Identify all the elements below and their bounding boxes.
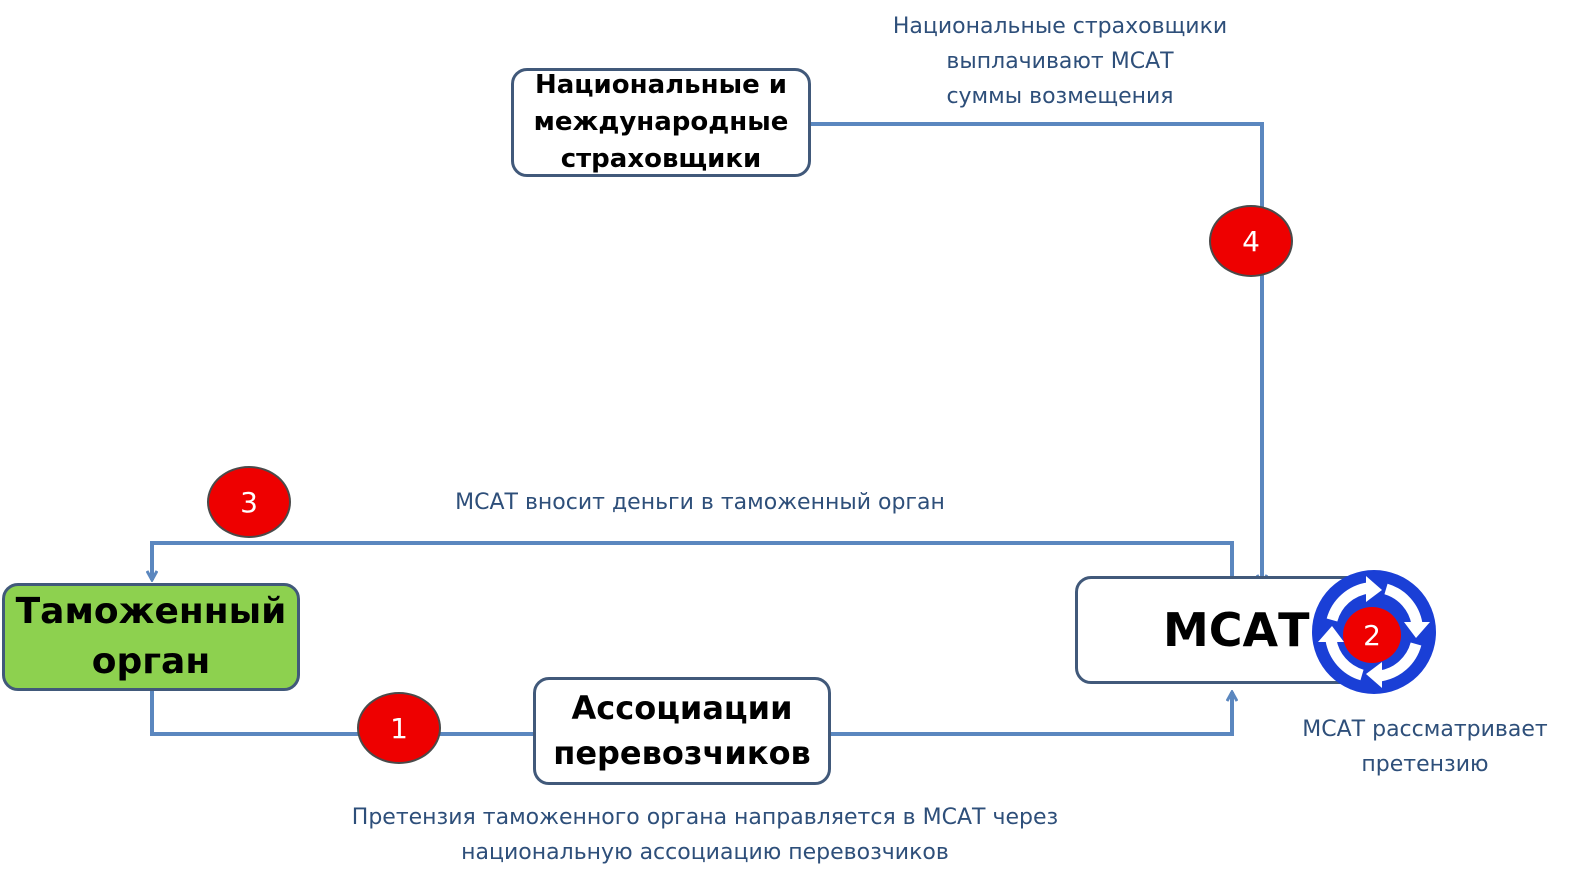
- insurers-line-2: международные: [533, 107, 789, 137]
- step-3-label-line-1: МСАТ вносит деньги в таможенный орган: [455, 490, 945, 515]
- step-3-label: МСАТ вносит деньги в таможенный орган: [420, 485, 980, 520]
- step-3-badge: 3: [207, 466, 291, 538]
- associations-line-1: Ассоциации: [571, 689, 793, 727]
- step-4-label-line-1: Национальные страховщики: [892, 14, 1228, 39]
- associations-line-2: перевозчиков: [553, 734, 811, 772]
- insurers-line-1: Национальные и: [534, 70, 787, 100]
- associations-node: Ассоциации перевозчиков: [533, 677, 831, 785]
- step-2-label-line-1: МСАТ рассматривает: [1302, 717, 1548, 742]
- insurers-node: Национальные и международные страховщики: [511, 68, 811, 177]
- connector-insurers-to-mcat: [811, 122, 1262, 584]
- insurers-line-3: страховщики: [560, 144, 762, 174]
- step-1-label-line-2: национальную ассоциацию перевозчиков: [461, 840, 949, 865]
- customs-line-2: орган: [91, 641, 211, 682]
- step-4-label-line-2: выплачивают МСАТ: [946, 49, 1174, 74]
- step-4-badge: 4: [1209, 205, 1293, 277]
- step-2-badge: 2: [1343, 607, 1401, 663]
- customs-line-1: Таможенный: [15, 591, 287, 632]
- step-1-label-line-1: Претензия таможенного органа направляетс…: [351, 805, 1059, 830]
- step-1-badge: 1: [357, 692, 441, 764]
- customs-node: Таможенный орган: [2, 583, 300, 691]
- step-4-label-line-3: суммы возмещения: [946, 84, 1174, 109]
- step-4-label: Национальные страховщики выплачивают МСА…: [860, 9, 1260, 114]
- connector-mcat-to-customs: [152, 541, 1234, 580]
- mcat-label: МСАТ: [1163, 603, 1310, 657]
- step-2-label: МСАТ рассматривает претензию: [1270, 712, 1580, 782]
- step-1-label: Претензия таможенного органа направляетс…: [290, 800, 1120, 870]
- step-2-label-line-2: претензию: [1361, 752, 1489, 777]
